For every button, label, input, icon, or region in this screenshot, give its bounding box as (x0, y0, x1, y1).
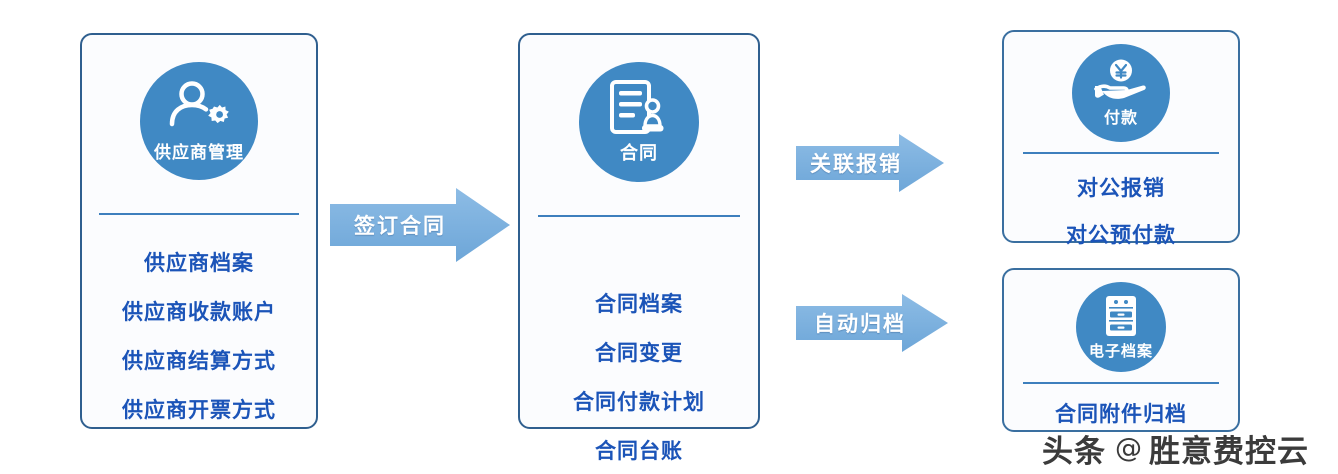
payment-item-list: 对公报销 对公预付款 (1004, 172, 1238, 249)
card-payment[interactable]: 付款 对公报销 对公预付款 (1002, 30, 1240, 247)
arrow-sign-contract: 签订合同 (330, 186, 510, 264)
card-divider (1023, 382, 1219, 384)
watermark-account: 胜意费控云 (1149, 434, 1309, 470)
file-cabinet-icon (1099, 294, 1143, 338)
card-body: 合同 合同档案 合同变更 合同付款计划 合同台账 (520, 35, 758, 463)
contract-item-list: 合同档案 合同变更 合同付款计划 合同台账 (520, 288, 758, 465)
card-supplier-management[interactable]: 供应商管理 供应商档案 供应商收款账户 供应商结算方式 供应商开票方式 (80, 33, 318, 429)
list-item[interactable]: 供应商开票方式 (122, 398, 276, 422)
arrow-auto-archive: 自动归档 (796, 293, 948, 353)
watermark-at-symbol: @ (1115, 433, 1142, 464)
arrow-label: 关联报销 (810, 152, 902, 176)
list-item[interactable]: 对公预付款 (1066, 223, 1176, 247)
card-electronic-archive[interactable]: 电子档案 合同附件归档 (1002, 268, 1240, 432)
user-gear-icon (168, 80, 230, 134)
arrow-label: 自动归档 (814, 312, 906, 336)
list-item[interactable]: 供应商结算方式 (122, 349, 276, 373)
list-item[interactable]: 合同付款计划 (573, 390, 705, 414)
payment-badge: 付款 (1072, 44, 1170, 142)
card-body: 供应商管理 供应商档案 供应商收款账户 供应商结算方式 供应商开票方式 (82, 35, 316, 427)
card-body: 付款 对公报销 对公预付款 (1004, 32, 1238, 247)
card-divider (99, 213, 299, 215)
badge-label: 合同 (620, 142, 658, 164)
supplier-management-item-list: 供应商档案 供应商收款账户 供应商结算方式 供应商开票方式 (82, 247, 316, 424)
badge-label: 供应商管理 (154, 142, 244, 163)
card-body: 电子档案 合同附件归档 (1004, 270, 1238, 430)
list-item[interactable]: 合同附件归档 (1055, 402, 1187, 426)
supplier-management-badge: 供应商管理 (140, 62, 258, 180)
card-divider (538, 215, 740, 217)
watermark-platform: 头条 (1042, 434, 1106, 470)
list-item[interactable]: 供应商收款账户 (122, 300, 276, 324)
contract-badge: 合同 (579, 62, 699, 182)
card-divider (1023, 152, 1219, 154)
list-item[interactable]: 对公报销 (1077, 176, 1165, 200)
card-contract[interactable]: 合同 合同档案 合同变更 合同付款计划 合同台账 (518, 33, 760, 463)
electronic-archive-item-list: 合同附件归档 (1004, 398, 1238, 428)
hand-yuan-coin-icon (1094, 58, 1148, 102)
electronic-archive-badge: 电子档案 (1076, 282, 1166, 372)
arrow-label: 签订合同 (354, 214, 446, 238)
list-item[interactable]: 合同台账 (595, 439, 683, 463)
list-item[interactable]: 供应商档案 (144, 251, 254, 275)
badge-label: 电子档案 (1088, 341, 1153, 360)
list-item[interactable]: 合同档案 (595, 292, 683, 316)
arrow-link-reimbursement: 关联报销 (796, 133, 944, 193)
badge-label: 付款 (1103, 108, 1138, 127)
list-item[interactable]: 合同变更 (595, 341, 683, 365)
contract-stamp-icon (609, 79, 669, 134)
watermark: 头条 @ 胜意费控云 (1042, 426, 1309, 471)
